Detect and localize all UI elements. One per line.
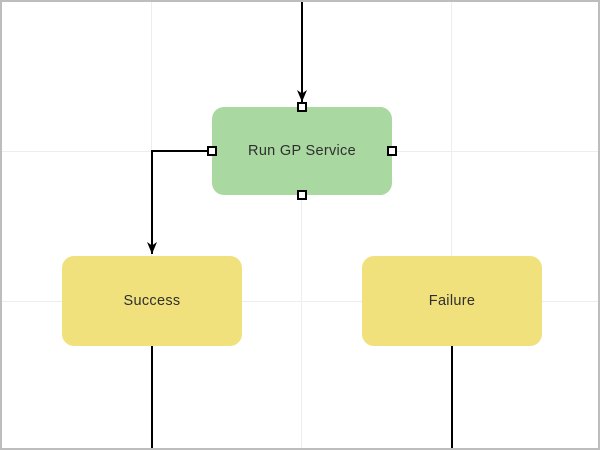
grid-line-horizontal xyxy=(2,301,598,302)
selection-handle-right[interactable] xyxy=(387,146,397,156)
node-run-gp-service-label: Run GP Service xyxy=(248,143,356,159)
connector-run-gp-service-to-success[interactable] xyxy=(147,150,212,254)
node-run-gp-service[interactable]: Run GP Service xyxy=(207,102,397,200)
node-success[interactable]: Success xyxy=(62,256,242,346)
grid-line-vertical xyxy=(301,2,302,448)
node-failure[interactable]: Failure xyxy=(362,256,542,346)
node-failure-label: Failure xyxy=(428,293,476,309)
selection-handle-left[interactable] xyxy=(207,146,217,156)
node-success-label: Success xyxy=(123,293,181,309)
selection-handle-bottom[interactable] xyxy=(297,190,307,200)
grid-line-vertical xyxy=(451,2,452,448)
selection-handle-top[interactable] xyxy=(297,102,307,112)
